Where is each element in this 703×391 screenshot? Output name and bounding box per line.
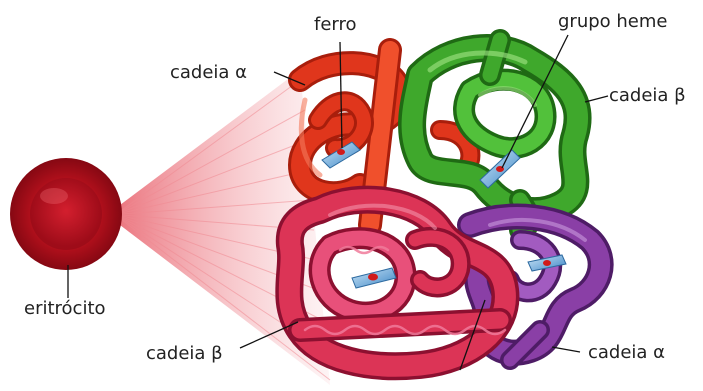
label-cadeia-alpha-top: cadeia α [170,64,247,82]
leader-cadeia-alpha-bottom [552,347,580,352]
label-ferro: ferro [314,16,357,34]
label-cadeia-alpha-bottom: cadeia α [588,344,665,362]
iron-atom-alpha-bottom [543,260,551,266]
label-cadeia-beta-bottom: cadeia β [146,345,223,363]
iron-atom-alpha-top [337,149,345,155]
heme-group-beta-bottom [352,268,396,288]
iron-atom-beta-bottom [368,274,378,281]
label-cadeia-beta-top: cadeia β [609,87,686,105]
label-eritrocito: eritrócito [24,300,106,318]
label-grupo-heme: grupo heme [558,13,668,31]
erythrocyte-cell [10,158,122,270]
